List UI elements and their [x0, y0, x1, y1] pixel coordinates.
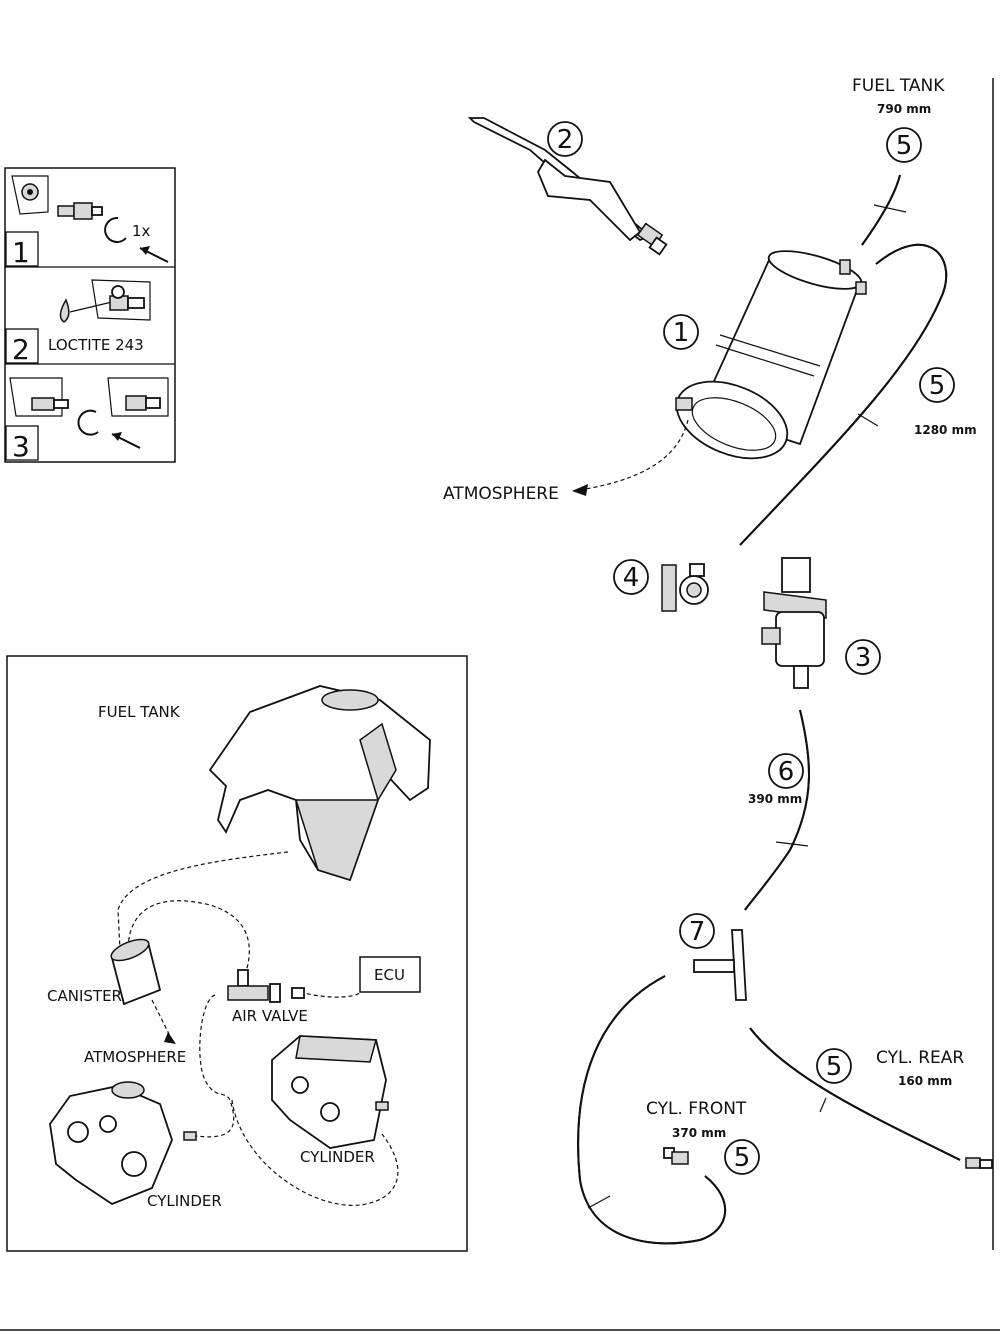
step-3-rotate-icon [77, 409, 99, 436]
fuel-tank-length: 790 mm [877, 102, 931, 116]
callout-5-front: 5 [734, 1143, 751, 1173]
callout-7: 7 [689, 917, 706, 947]
callout-1: 1 [673, 318, 690, 348]
schematic-cylinder-left [49, 1081, 197, 1206]
part-3-air-valve: 3 [761, 557, 881, 689]
step-3: 3 [5, 377, 169, 463]
hose-6 [744, 709, 810, 911]
schematic-air-valve [227, 969, 305, 1003]
callout-6-circle [768, 753, 804, 789]
step-3-mount-right-illustration [107, 377, 169, 417]
hose-5-long-length: 1280 mm [914, 423, 977, 437]
step-2-note: LOCTITE 243 [48, 336, 144, 354]
step-1-note: 1x [132, 222, 151, 240]
atmosphere-label: ATMOSPHERE [443, 484, 559, 504]
callout-2-circle [547, 121, 583, 157]
step-1: 1 1x [5, 175, 169, 269]
loctite-drop-icon [59, 298, 70, 323]
schematic-ecu: ECU [359, 956, 421, 993]
callout-5-right: 5 [929, 371, 946, 401]
hose-5-front [577, 975, 727, 1245]
schematic-atmosphere-label: ATMOSPHERE [84, 1048, 186, 1066]
fuel-tank-label: FUEL TANK [852, 76, 945, 96]
step-3-number: 3 [12, 430, 30, 463]
step-1-rotate-icon [104, 216, 127, 243]
step-3-mount-left-illustration [9, 377, 69, 417]
cyl-front-length: 370 mm [672, 1126, 726, 1140]
callout-4: 4 [623, 563, 640, 593]
step-1-nipple-icon [57, 202, 103, 220]
callout-5-rear-circle [816, 1048, 852, 1084]
callout-2: 2 [557, 125, 574, 155]
step-2: 2 LOCTITE 243 [5, 279, 151, 366]
step-2-number: 2 [12, 333, 30, 366]
schematic-air-valve-label: AIR VALVE [232, 1007, 308, 1025]
callout-5-top: 5 [896, 131, 913, 161]
callout-5-front-circle [724, 1139, 760, 1175]
part-1-canister: 1 [663, 250, 867, 460]
schematic-cylinder-right-label: CYLINDER [300, 1148, 375, 1166]
cyl-front-label: CYL. FRONT [646, 1099, 747, 1119]
nipple-rear [965, 1157, 993, 1169]
cyl-rear-length: 160 mm [898, 1074, 952, 1088]
schematic-fuel-tank-label: FUEL TANK [98, 703, 181, 721]
hose-6-length: 390 mm [748, 792, 802, 806]
schematic-canister-label: CANISTER [47, 987, 122, 1005]
callout-5-rear: 5 [826, 1052, 843, 1082]
schematic-fuel-tank [208, 685, 431, 882]
schematic-ecu-label: ECU [374, 966, 405, 984]
step-2-mount-illustration [91, 279, 151, 321]
cyl-rear-label: CYL. REAR [876, 1048, 964, 1068]
steps-panel: 1 1x 2 [4, 167, 176, 463]
callout-3: 3 [855, 643, 872, 673]
part-2-hose-holder: 2 [467, 117, 668, 256]
callout-6: 6 [778, 757, 795, 787]
step-1-number: 1 [12, 236, 30, 269]
part-4-clip: 4 [613, 559, 709, 612]
callout-5-top-circle [886, 127, 922, 163]
nipple-front [663, 1147, 689, 1165]
schematic-panel: FUEL TANK CANISTER ATMOSPHERE [6, 655, 468, 1252]
schematic-cylinder-left-label: CYLINDER [147, 1192, 222, 1210]
hose-5-rear [749, 1027, 961, 1161]
callout-5-right-circle [919, 367, 955, 403]
atmosphere-arrow [579, 419, 689, 491]
schematic-canister [110, 938, 162, 1006]
part-7-t-piece: 7 [679, 913, 747, 1001]
step-1-mount-illustration [11, 175, 49, 215]
hose-5-long [739, 243, 948, 546]
schematic-cylinder-right [271, 1035, 389, 1149]
